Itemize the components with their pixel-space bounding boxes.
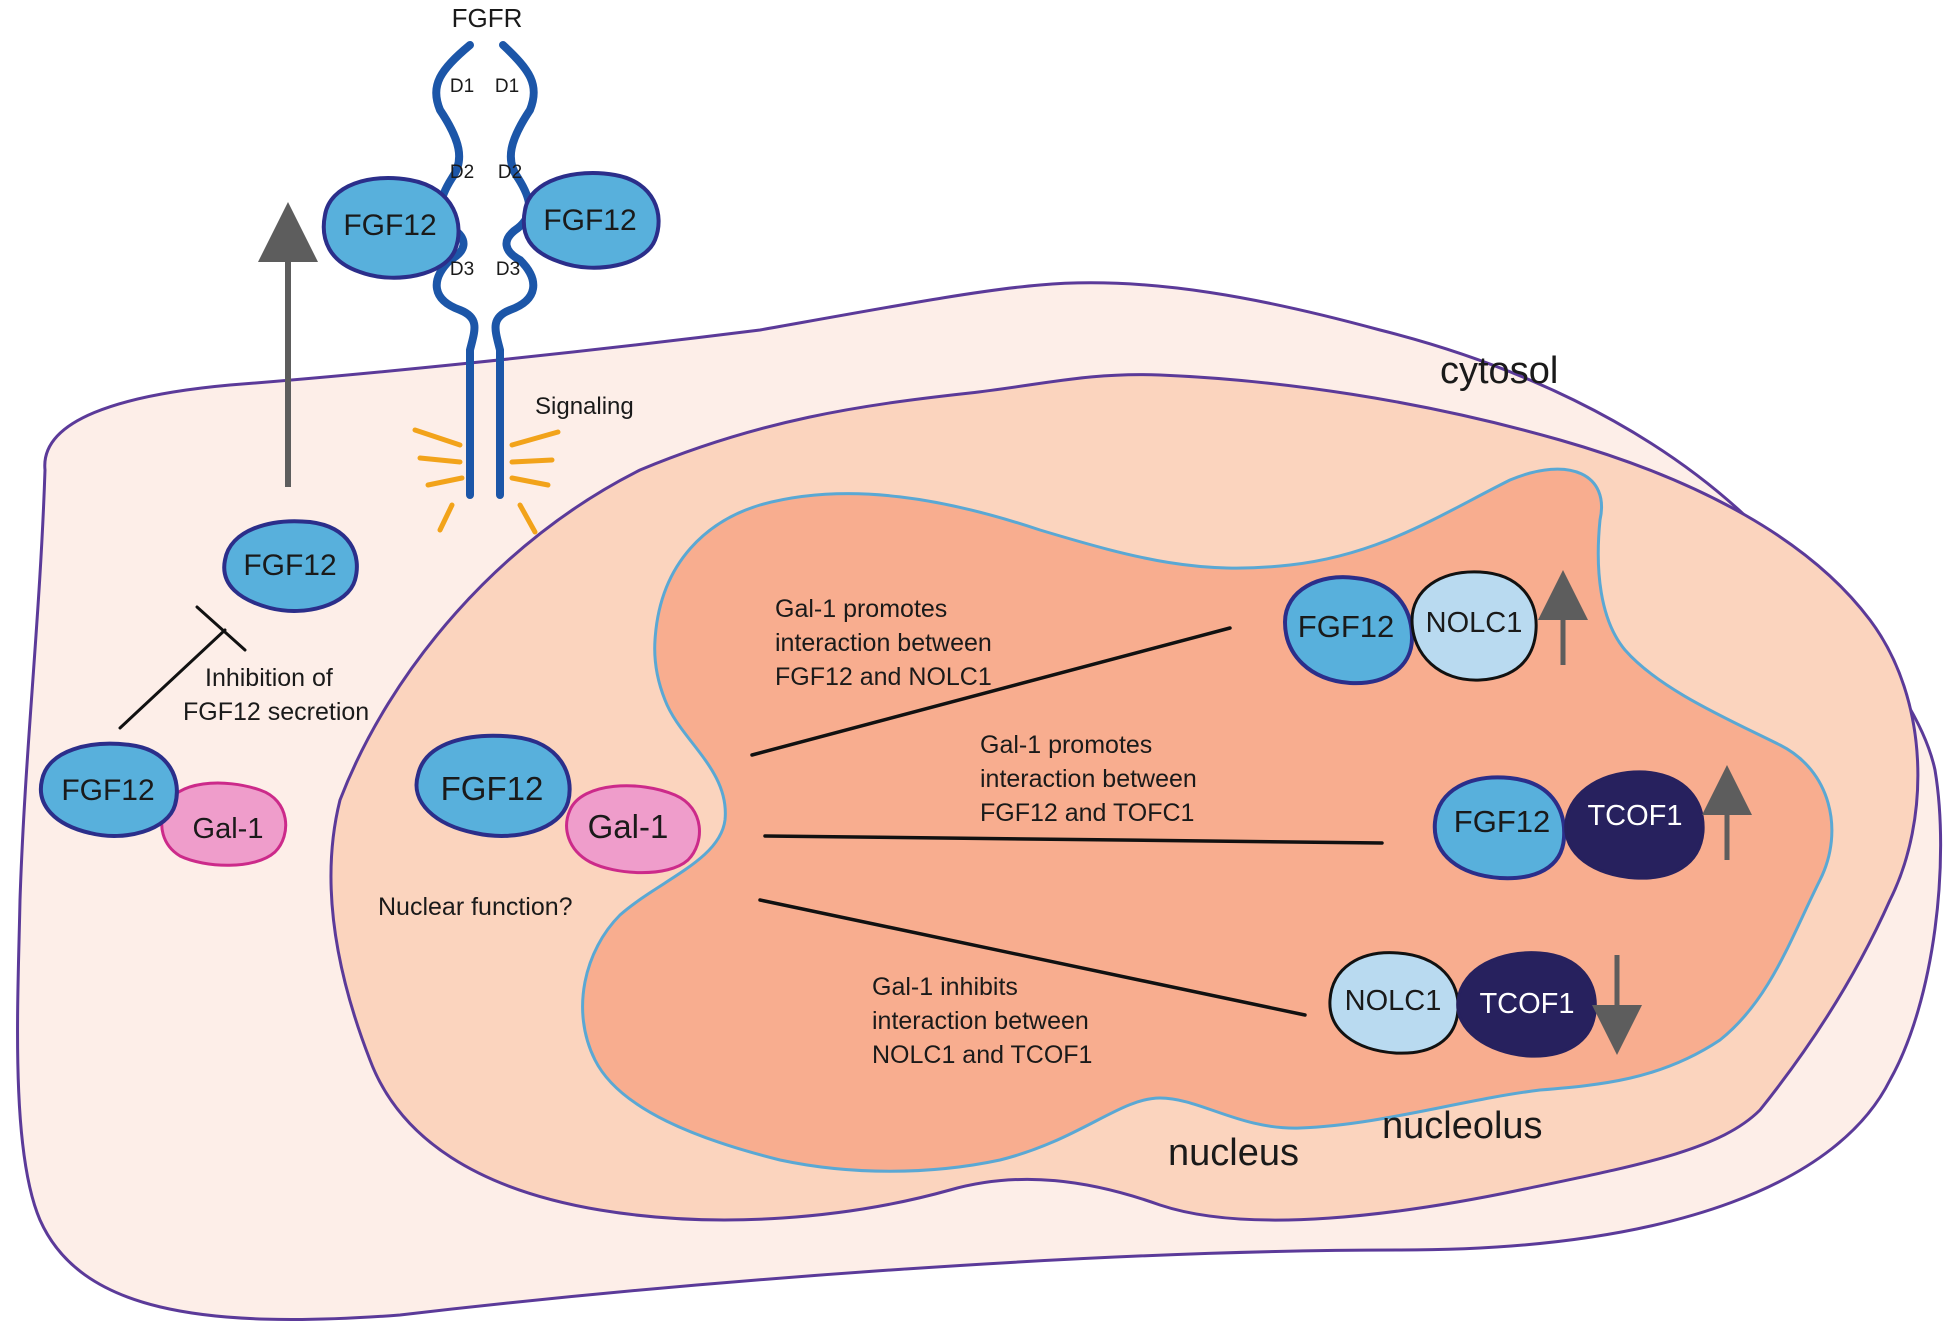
fgf12-label: FGF12: [61, 774, 154, 807]
signaling-label: Signaling: [535, 393, 634, 420]
nolc1-label: NOLC1: [1345, 985, 1442, 1017]
promotes-nolc1-line3: FGF12 and NOLC1: [775, 663, 992, 691]
fgf12-tcof1-complex: FGF12 TCOF1: [1432, 770, 1705, 881]
inhibition-label-line2: FGF12 secretion: [183, 698, 369, 726]
inhibits-line3: NOLC1 and TCOF1: [872, 1041, 1092, 1069]
fgf12-cytosol: FGF12: [222, 519, 359, 613]
promotes-nolc1-line1: Gal-1 promotes: [775, 595, 947, 623]
gal1-label: Gal-1: [193, 813, 264, 845]
domain-d2-left: D2: [450, 162, 474, 183]
cytosol-label: cytosol: [1440, 350, 1558, 392]
inhibits-line1: Gal-1 inhibits: [872, 973, 1018, 1001]
fgf12-gal1-complex-nucleus: Gal-1 FGF12: [414, 733, 701, 875]
nolc1-label: NOLC1: [1426, 607, 1523, 639]
domain-d1-right: D1: [495, 76, 519, 97]
tcof1-label: TCOF1: [1479, 988, 1574, 1020]
inhibition-bar: [118, 605, 247, 730]
nucleus-label: nucleus: [1168, 1132, 1299, 1174]
promotes-tcof1-line3: FGF12 and TOFC1: [980, 799, 1194, 827]
nucleolus-label: nucleolus: [1382, 1105, 1543, 1147]
domain-d3-left: D3: [450, 259, 474, 280]
fgf12-extracellular-right: FGF12: [521, 171, 661, 270]
nolc1-tcof1-complex: NOLC1 TCOF1: [1328, 951, 1597, 1058]
signaling-rays: [412, 427, 561, 535]
domain-d2-right: D2: [498, 162, 522, 183]
fgf12-label: FGF12: [441, 770, 544, 807]
promotes-nolc1-line2: interaction between: [775, 629, 992, 657]
fgf12-label: FGF12: [543, 204, 636, 237]
fgfr-label: FGFR: [452, 3, 523, 33]
fgf12-label: FGF12: [1454, 804, 1550, 839]
inhibits-line2: interaction between: [872, 1007, 1089, 1035]
fgf12-label: FGF12: [1298, 609, 1394, 644]
inhibition-label-line1: Inhibition of: [205, 664, 333, 692]
fgf12-label: FGF12: [243, 549, 336, 582]
nuclear-function-label: Nuclear function?: [378, 893, 573, 921]
fgf12-extracellular-left: FGF12: [321, 176, 461, 280]
promotes-tcof1-line2: interaction between: [980, 765, 1197, 793]
fgf12-gal1-complex-cytosol: Gal-1 FGF12: [38, 741, 288, 867]
gal1-label: Gal-1: [588, 808, 669, 845]
domain-d1-left: D1: [450, 76, 474, 97]
fgf12-label: FGF12: [343, 209, 436, 242]
connector-lines: [750, 626, 1384, 1017]
tcof1-label: TCOF1: [1587, 800, 1682, 832]
domain-d3-right: D3: [496, 259, 520, 280]
fgf12-nolc1-complex: FGF12 NOLC1: [1282, 570, 1538, 686]
promotes-tcof1-line1: Gal-1 promotes: [980, 731, 1152, 759]
